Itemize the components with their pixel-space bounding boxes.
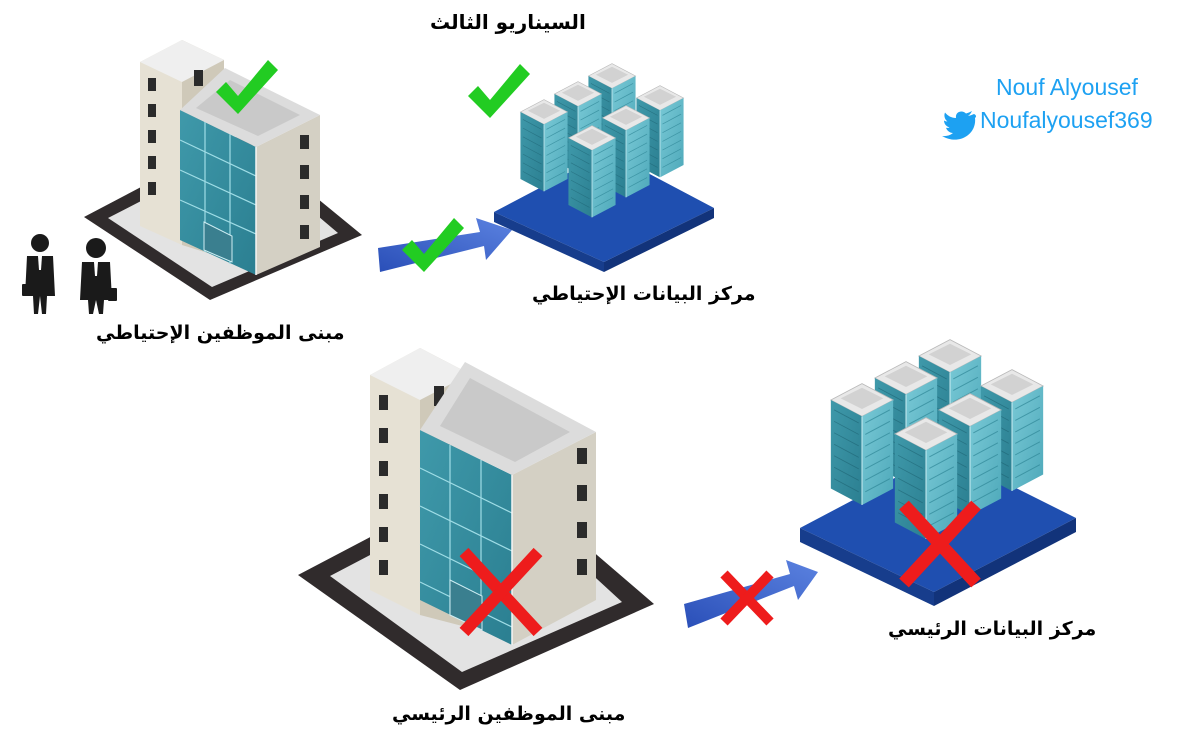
main-building-cross-icon (459, 547, 543, 637)
main-datacenter (800, 339, 1076, 606)
employees-icon (22, 234, 117, 314)
backup-datacenter (494, 63, 714, 272)
scenario-title: السيناريو الثالث (430, 10, 586, 34)
author-name: Nouf Alyousef (996, 74, 1138, 100)
backup-building (84, 40, 362, 300)
twitter-bird-icon (942, 111, 976, 140)
main-building-label: مبنى الموظفين الرئيسي (392, 703, 626, 725)
backup-datacenter-check-icon (468, 64, 530, 118)
main-building (298, 348, 654, 690)
backup-datacenter-label: مركز البيانات الإحتياطي (532, 283, 756, 305)
main-datacenter-cross-icon (899, 500, 981, 588)
main-datacenter-label: مركز البيانات الرئيسي (888, 618, 1097, 640)
backup-building-label: مبنى الموظفين الإحتياطي (96, 322, 345, 344)
author-handle[interactable]: Noufalyousef369 (980, 107, 1153, 133)
main-link-cross-icon (720, 570, 774, 626)
